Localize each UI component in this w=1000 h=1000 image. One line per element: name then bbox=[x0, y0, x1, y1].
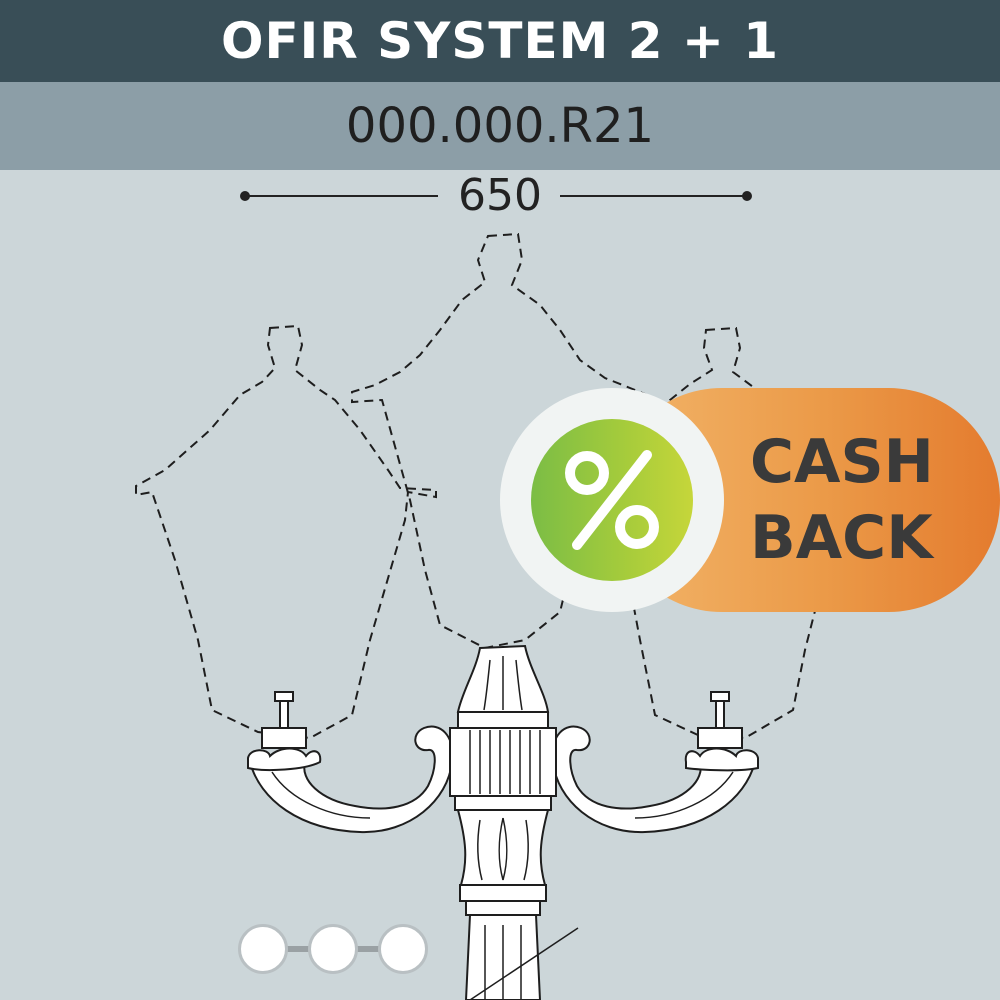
carousel-dots bbox=[238, 924, 428, 974]
carousel-dot-3[interactable] bbox=[378, 924, 428, 974]
break-line bbox=[469, 927, 579, 1000]
code-bar: 000.000.R21 bbox=[0, 82, 1000, 170]
column-collar bbox=[457, 711, 549, 729]
right-socket bbox=[697, 727, 743, 749]
left-arm bbox=[248, 725, 454, 834]
column-base-band bbox=[465, 900, 541, 916]
right-arm bbox=[551, 725, 757, 834]
left-socket bbox=[261, 727, 307, 749]
cashback-line1: CASH bbox=[750, 427, 934, 497]
product-title: OFIR SYSTEM 2 + 1 bbox=[220, 12, 780, 70]
badge-inner-circle bbox=[531, 419, 693, 581]
cashback-badge[interactable]: CASH BACK bbox=[500, 388, 1000, 612]
column-fluting bbox=[271, 656, 734, 1000]
left-cup bbox=[247, 747, 322, 771]
left-post bbox=[279, 699, 289, 729]
carousel-dot-1[interactable] bbox=[238, 924, 288, 974]
right-post bbox=[715, 699, 725, 729]
cashback-line2: BACK bbox=[750, 503, 933, 573]
left-lantern-outline bbox=[135, 324, 437, 740]
center-lantern-outline bbox=[351, 232, 647, 650]
product-code: 000.000.R21 bbox=[345, 98, 655, 154]
column-band bbox=[454, 795, 552, 811]
lamp-body bbox=[247, 644, 759, 1000]
title-bar: OFIR SYSTEM 2 + 1 bbox=[0, 0, 1000, 82]
left-post-cap bbox=[274, 691, 294, 702]
dimension-line bbox=[240, 191, 752, 201]
right-cup bbox=[684, 747, 759, 772]
percent-icon bbox=[565, 450, 659, 550]
right-post-cap bbox=[710, 691, 730, 702]
column-ring bbox=[449, 727, 557, 797]
carousel-dot-2[interactable] bbox=[308, 924, 358, 974]
badge-circle bbox=[500, 388, 724, 612]
column-base-ring bbox=[459, 884, 547, 902]
cashback-text: CASH BACK bbox=[750, 424, 990, 576]
width-dimension-label: 650 bbox=[440, 170, 560, 221]
